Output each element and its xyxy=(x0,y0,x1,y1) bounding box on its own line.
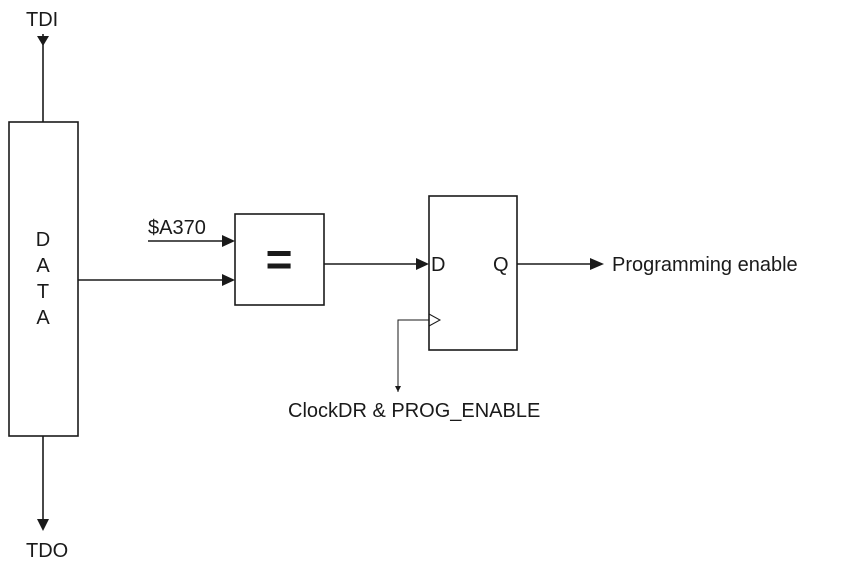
constant-label: $A370 xyxy=(148,217,206,239)
tdo-arrow-icon xyxy=(37,519,49,531)
tdi-label: TDI xyxy=(26,9,58,31)
clock-label: ClockDR & PROG_ENABLE xyxy=(288,400,540,422)
flip-flop-box xyxy=(428,195,518,351)
data-letter: D xyxy=(36,229,50,251)
d-arrow-icon xyxy=(416,258,429,270)
data-arrow-icon xyxy=(222,274,235,286)
comparator-box xyxy=(234,213,325,306)
tdo-label: TDO xyxy=(26,540,68,561)
output-label: Programming enable xyxy=(612,254,798,276)
constant-arrow-icon xyxy=(222,235,235,247)
equals-symbol: = xyxy=(266,233,293,285)
data-letter: T xyxy=(37,281,49,303)
output-arrow-icon xyxy=(590,258,604,270)
q-output-label: Q xyxy=(493,254,509,276)
d-input-label: D xyxy=(431,254,445,276)
clock-triangle-icon xyxy=(428,313,442,327)
data-register-box xyxy=(8,121,79,437)
data-letter: A xyxy=(36,307,50,329)
clock-arrow-icon xyxy=(395,386,401,392)
clock-wire xyxy=(397,319,429,392)
tdi-arrow-icon xyxy=(37,36,49,46)
data-letter: A xyxy=(36,255,50,277)
